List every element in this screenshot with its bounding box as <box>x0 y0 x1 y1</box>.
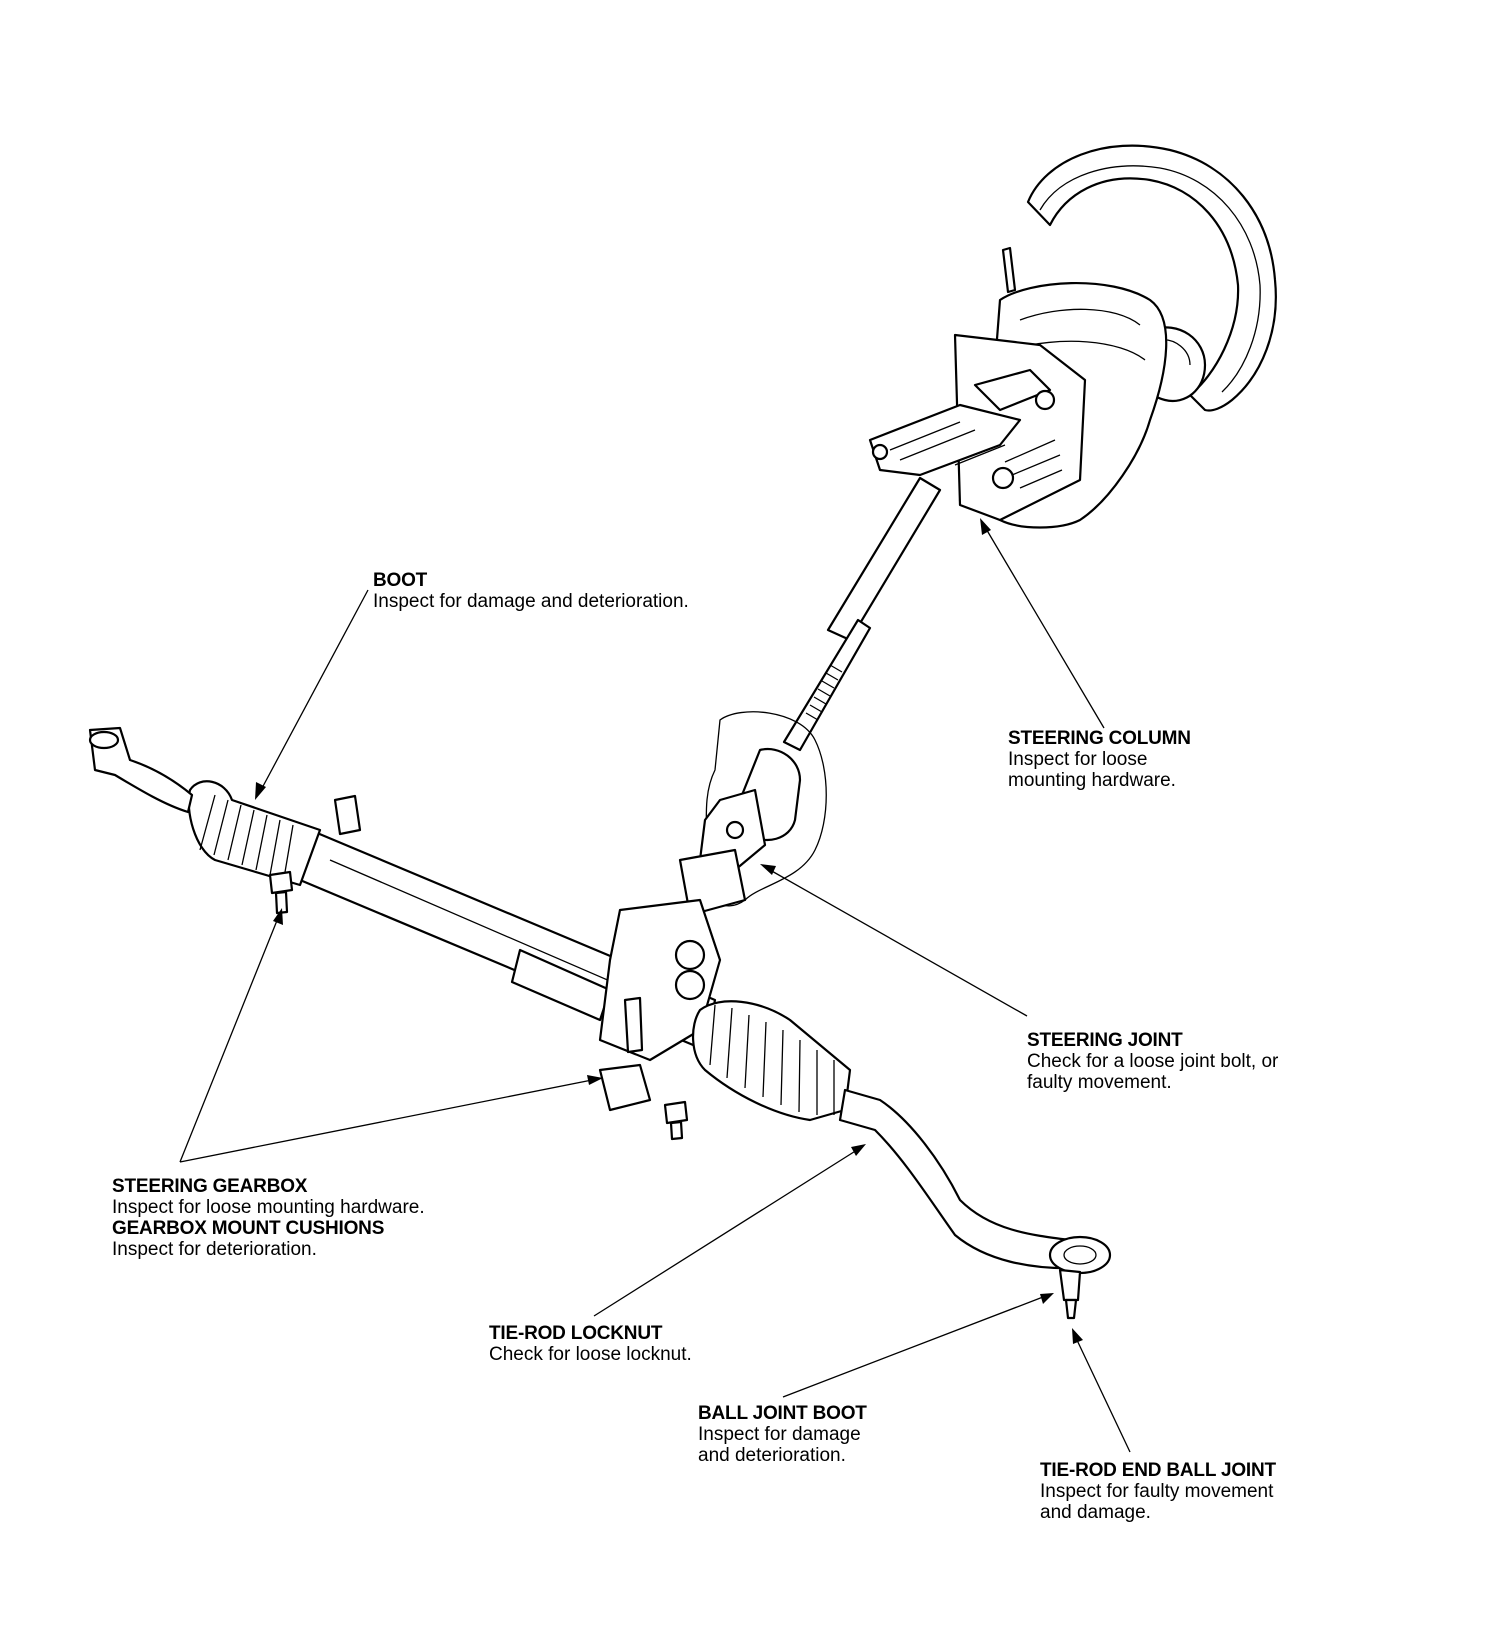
callout-boot-desc: Inspect for damage and deterioration. <box>373 591 689 612</box>
intermediate-shaft <box>782 476 942 752</box>
mount-bolts <box>268 794 689 1141</box>
left-boot <box>187 780 322 887</box>
right-tie-rod <box>838 1088 1112 1320</box>
callout-ball-joint-boot-title: BALL JOINT BOOT <box>698 1403 867 1424</box>
callout-steering-column-title: STEERING COLUMN <box>1008 728 1191 749</box>
callout-tie-rod-locknut-desc: Check for loose locknut. <box>489 1344 692 1365</box>
callout-steering-gearbox: STEERING GEARBOX Inspect for loose mount… <box>112 1176 425 1260</box>
callout-steering-joint-title: STEERING JOINT <box>1027 1030 1183 1051</box>
leader-lines <box>179 518 1131 1453</box>
left-tie-rod <box>88 726 194 814</box>
callout-steering-gearbox-desc: Inspect for loose mounting hardware. <box>112 1197 425 1218</box>
callout-gearbox-mount-cushions-desc: Inspect for deterioration. <box>112 1239 317 1260</box>
callout-tie-rod-locknut-title: TIE-ROD LOCKNUT <box>489 1323 663 1344</box>
callout-steering-column: STEERING COLUMN Inspect for loose mounti… <box>1008 728 1191 791</box>
callout-gearbox-mount-cushions-title: GEARBOX MOUNT CUSHIONS <box>112 1218 385 1239</box>
callout-steering-column-desc: Inspect for loose mounting hardware. <box>1008 749 1176 791</box>
callout-tie-rod-end-ball-joint-desc: Inspect for faulty movement and damage. <box>1040 1481 1274 1523</box>
right-boot <box>691 1000 852 1122</box>
steering-joint-shape <box>678 711 827 917</box>
callout-tie-rod-locknut: TIE-ROD LOCKNUT Check for loose locknut. <box>489 1323 692 1365</box>
gearbox-valve-body <box>598 898 722 1112</box>
callout-tie-rod-end-ball-joint-title: TIE-ROD END BALL JOINT <box>1040 1460 1276 1481</box>
callout-boot-title: BOOT <box>373 570 428 591</box>
callout-ball-joint-boot-desc: Inspect for damage and deterioration. <box>698 1424 861 1466</box>
callout-tie-rod-end-ball-joint: TIE-ROD END BALL JOINT Inspect for fault… <box>1040 1460 1276 1523</box>
callout-steering-gearbox-title: STEERING GEARBOX <box>112 1176 308 1197</box>
callout-boot: BOOT Inspect for damage and deterioratio… <box>373 570 689 612</box>
callout-steering-joint: STEERING JOINT Check for a loose joint b… <box>1027 1030 1278 1093</box>
callout-ball-joint-boot: BALL JOINT BOOT Inspect for damage and d… <box>698 1403 867 1466</box>
callout-steering-joint-desc: Check for a loose joint bolt, or faulty … <box>1027 1051 1279 1093</box>
steering-column-housing <box>868 246 1168 529</box>
